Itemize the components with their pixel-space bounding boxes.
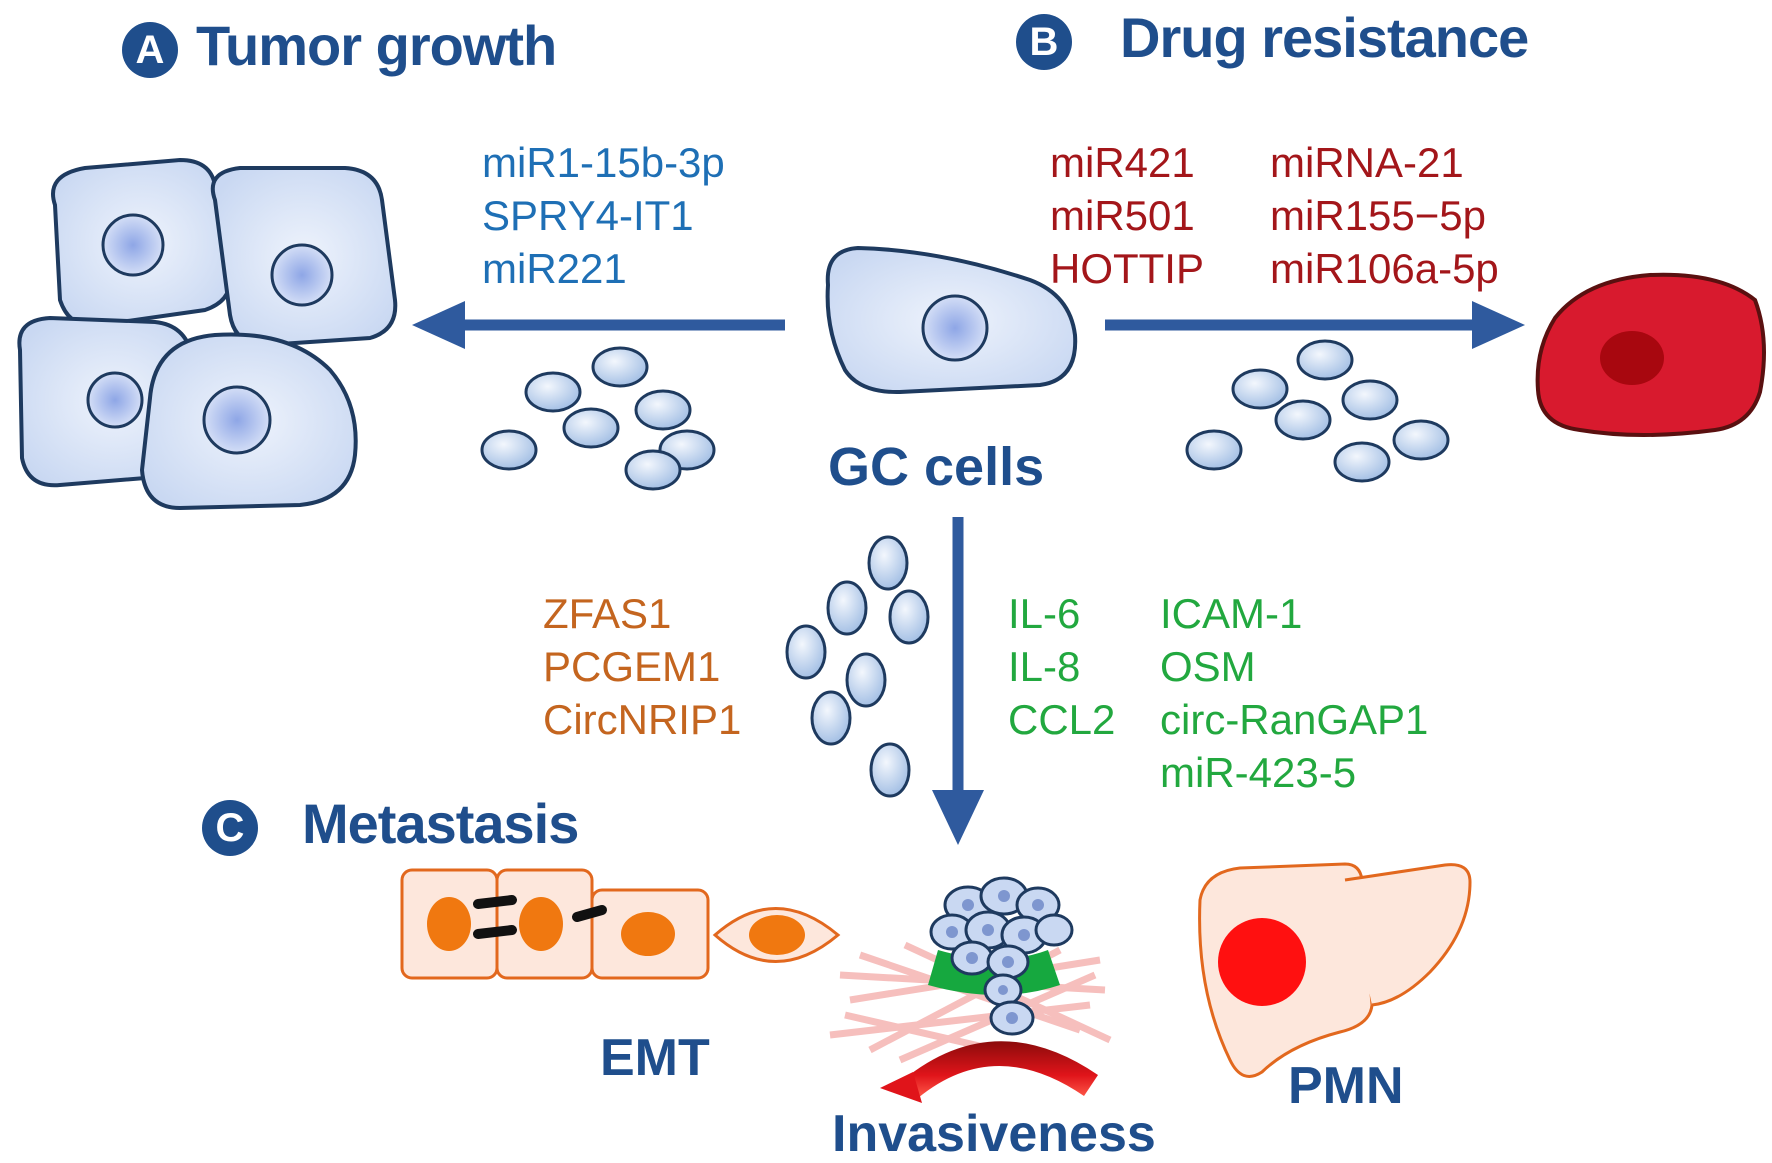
vesicles-right [1185,339,1450,483]
list-item: CircNRIP1 [543,696,742,743]
pmn-list-2: ICAM-1 OSM circ-RanGAP1 miR-423-5 [1160,587,1428,799]
badge-b: B [1016,14,1072,70]
list-item: OSM [1160,643,1256,690]
emt-label: EMT [600,1029,710,1087]
arrow-to-tumor-growth [412,301,785,349]
list-item: miR106a-5p [1270,245,1499,292]
list-item: CCL2 [1008,696,1116,743]
list-item: IL-6 [1008,590,1081,637]
drug-resistance-list-2: miRNA-21 miR155−5p miR106a-5p [1270,136,1499,295]
arrow-to-drug-resistance [1105,301,1525,349]
list-item: miR1-15b-3p [482,139,725,186]
liver-illustration [1198,862,1472,1078]
emt-illustration [400,868,841,980]
vesicles-down [785,535,930,798]
badge-a: A [122,22,178,78]
title-tumor-growth: Tumor growth [196,14,557,77]
emt-list: ZFAS1 PCGEM1 CircNRIP1 [543,587,741,746]
title-metastasis: Metastasis [302,792,579,855]
tumor-growth-list: miR1-15b-3p SPRY4-IT1 miR221 [482,136,725,295]
invasion-illustration [829,876,1112,1103]
resistant-cell [1535,272,1766,437]
badge-c: C [202,800,258,856]
list-item: miR-423-5 [1160,749,1357,796]
list-item: miR155−5p [1270,192,1486,239]
list-item: miRNA-21 [1270,139,1464,186]
list-item: circ-RanGAP1 [1160,696,1429,743]
pmn-label: PMN [1288,1057,1404,1115]
list-item: miR421 [1050,139,1195,186]
vesicles-left [480,346,716,491]
list-item: miR221 [482,245,627,292]
list-item: ZFAS1 [543,590,672,637]
list-item: miR501 [1050,192,1195,239]
list-item: IL-8 [1008,643,1081,690]
arrow-to-metastasis [932,517,984,845]
list-item: HOTTIP [1050,245,1204,292]
gc-cell [825,245,1078,395]
list-item: PCGEM1 [543,643,721,690]
list-item: ICAM-1 [1160,590,1303,637]
gc-cells-label: GC cells [828,437,1045,497]
drug-resistance-list-1: miR421 miR501 HOTTIP [1050,136,1204,295]
invasiveness-label: Invasiveness [832,1105,1156,1163]
title-drug-resistance: Drug resistance [1120,6,1529,69]
pmn-list-1: IL-6 IL-8 CCL2 [1008,587,1115,746]
list-item: SPRY4-IT1 [482,192,694,239]
tumor-cell-cluster [17,157,398,511]
